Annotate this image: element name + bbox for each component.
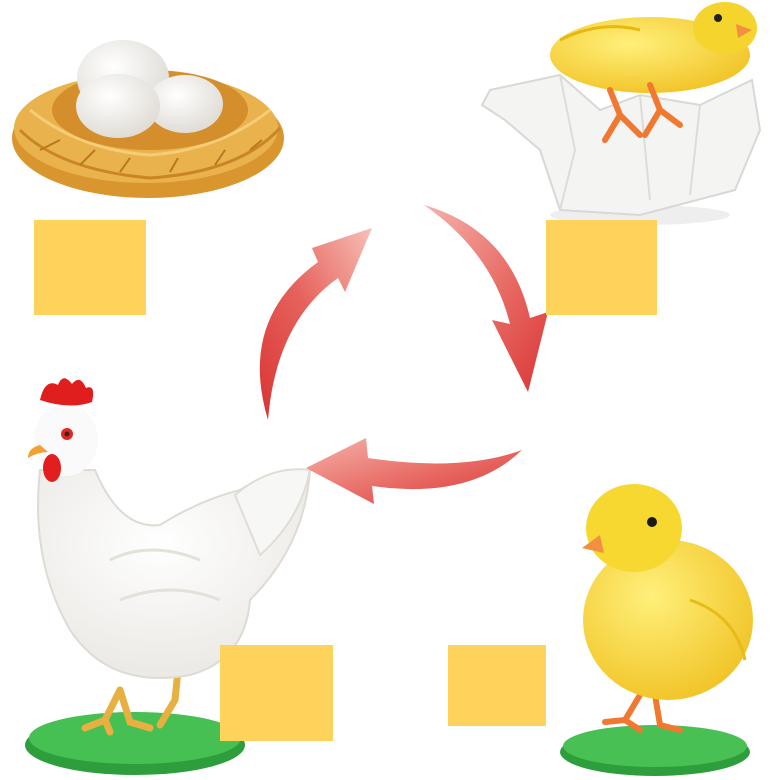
arrow-eggs-to-chick — [424, 205, 548, 392]
hatching-chick-figure — [482, 2, 760, 225]
arrow-chick-to-hen — [306, 438, 522, 504]
cycle-arrows — [260, 205, 548, 504]
arrow-hen-to-eggs — [260, 228, 372, 420]
label-box-hen[interactable] — [220, 645, 333, 741]
label-box-hatching[interactable] — [546, 220, 657, 315]
eggs-in-nest-figure — [12, 40, 284, 198]
label-box-eggs[interactable] — [34, 220, 146, 315]
yellow-chick-figure — [560, 484, 753, 776]
label-box-chick[interactable] — [448, 645, 546, 726]
